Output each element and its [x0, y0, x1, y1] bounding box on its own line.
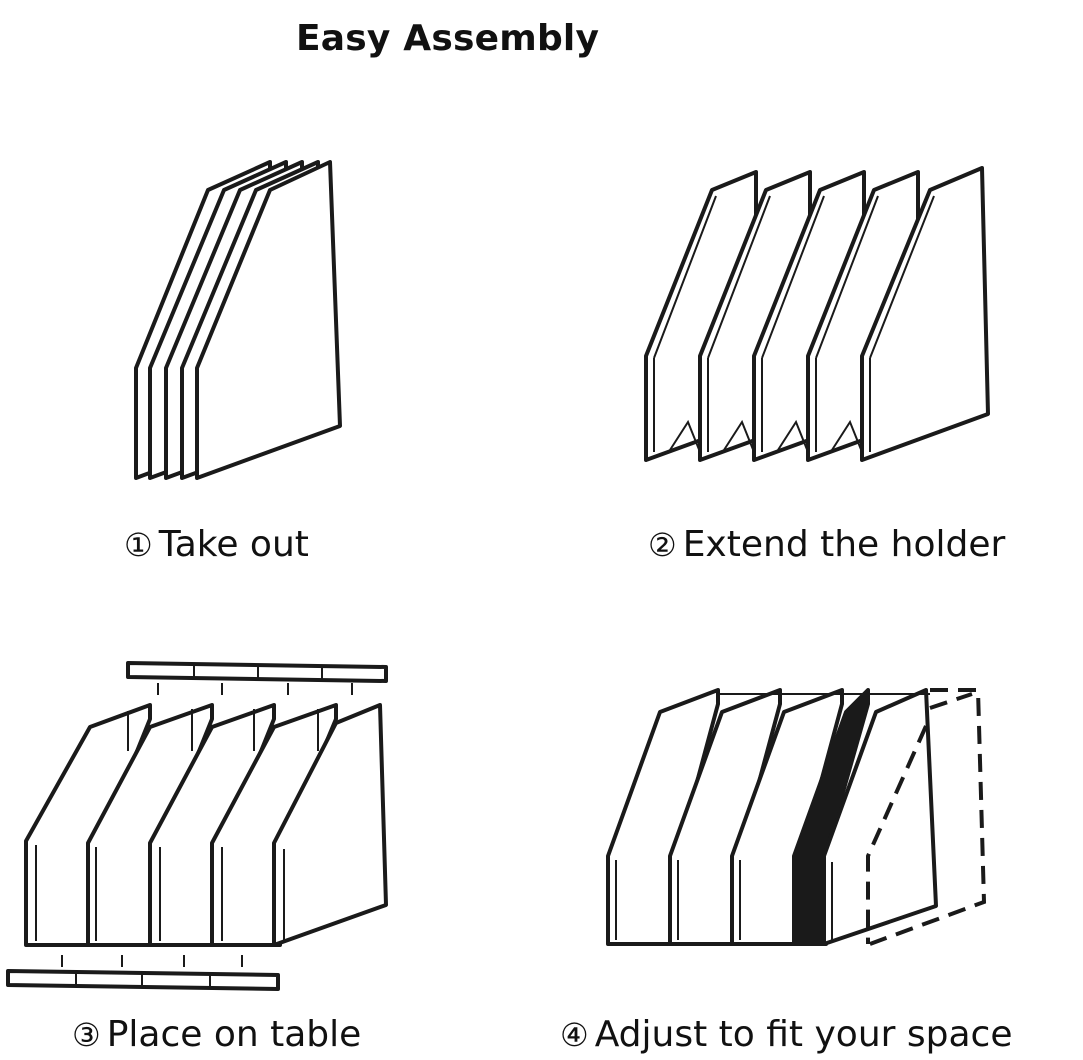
- step-2-illustration: [644, 166, 990, 462]
- step-4-illustration: [606, 688, 987, 946]
- holder-panel-5: [860, 166, 990, 462]
- holder-body: [606, 688, 938, 946]
- step-3-number: ③: [72, 1016, 101, 1054]
- step-4-number: ④: [560, 1016, 589, 1054]
- holder-body: [24, 703, 388, 947]
- page-title: Easy Assembly: [296, 18, 600, 59]
- step-2-number: ②: [648, 526, 677, 564]
- step-3-label: Place on table: [106, 1014, 362, 1055]
- step-3-illustration: [6, 661, 388, 991]
- bottom-rail: [6, 969, 280, 991]
- top-rail-arrows: [157, 683, 353, 695]
- step-1-illustration: [134, 160, 342, 480]
- fold-creases: [669, 419, 863, 453]
- step-1-number: ①: [124, 526, 153, 564]
- top-rail: [126, 661, 388, 683]
- step-2-label: Extend the holder: [682, 524, 1006, 565]
- folded-holder-5: [195, 160, 342, 480]
- step-1-label: Take out: [158, 524, 309, 565]
- bottom-rail-arrows: [61, 955, 243, 967]
- step-4-label: Adjust to fit your space: [594, 1014, 1013, 1055]
- expanded-outline: [866, 688, 987, 946]
